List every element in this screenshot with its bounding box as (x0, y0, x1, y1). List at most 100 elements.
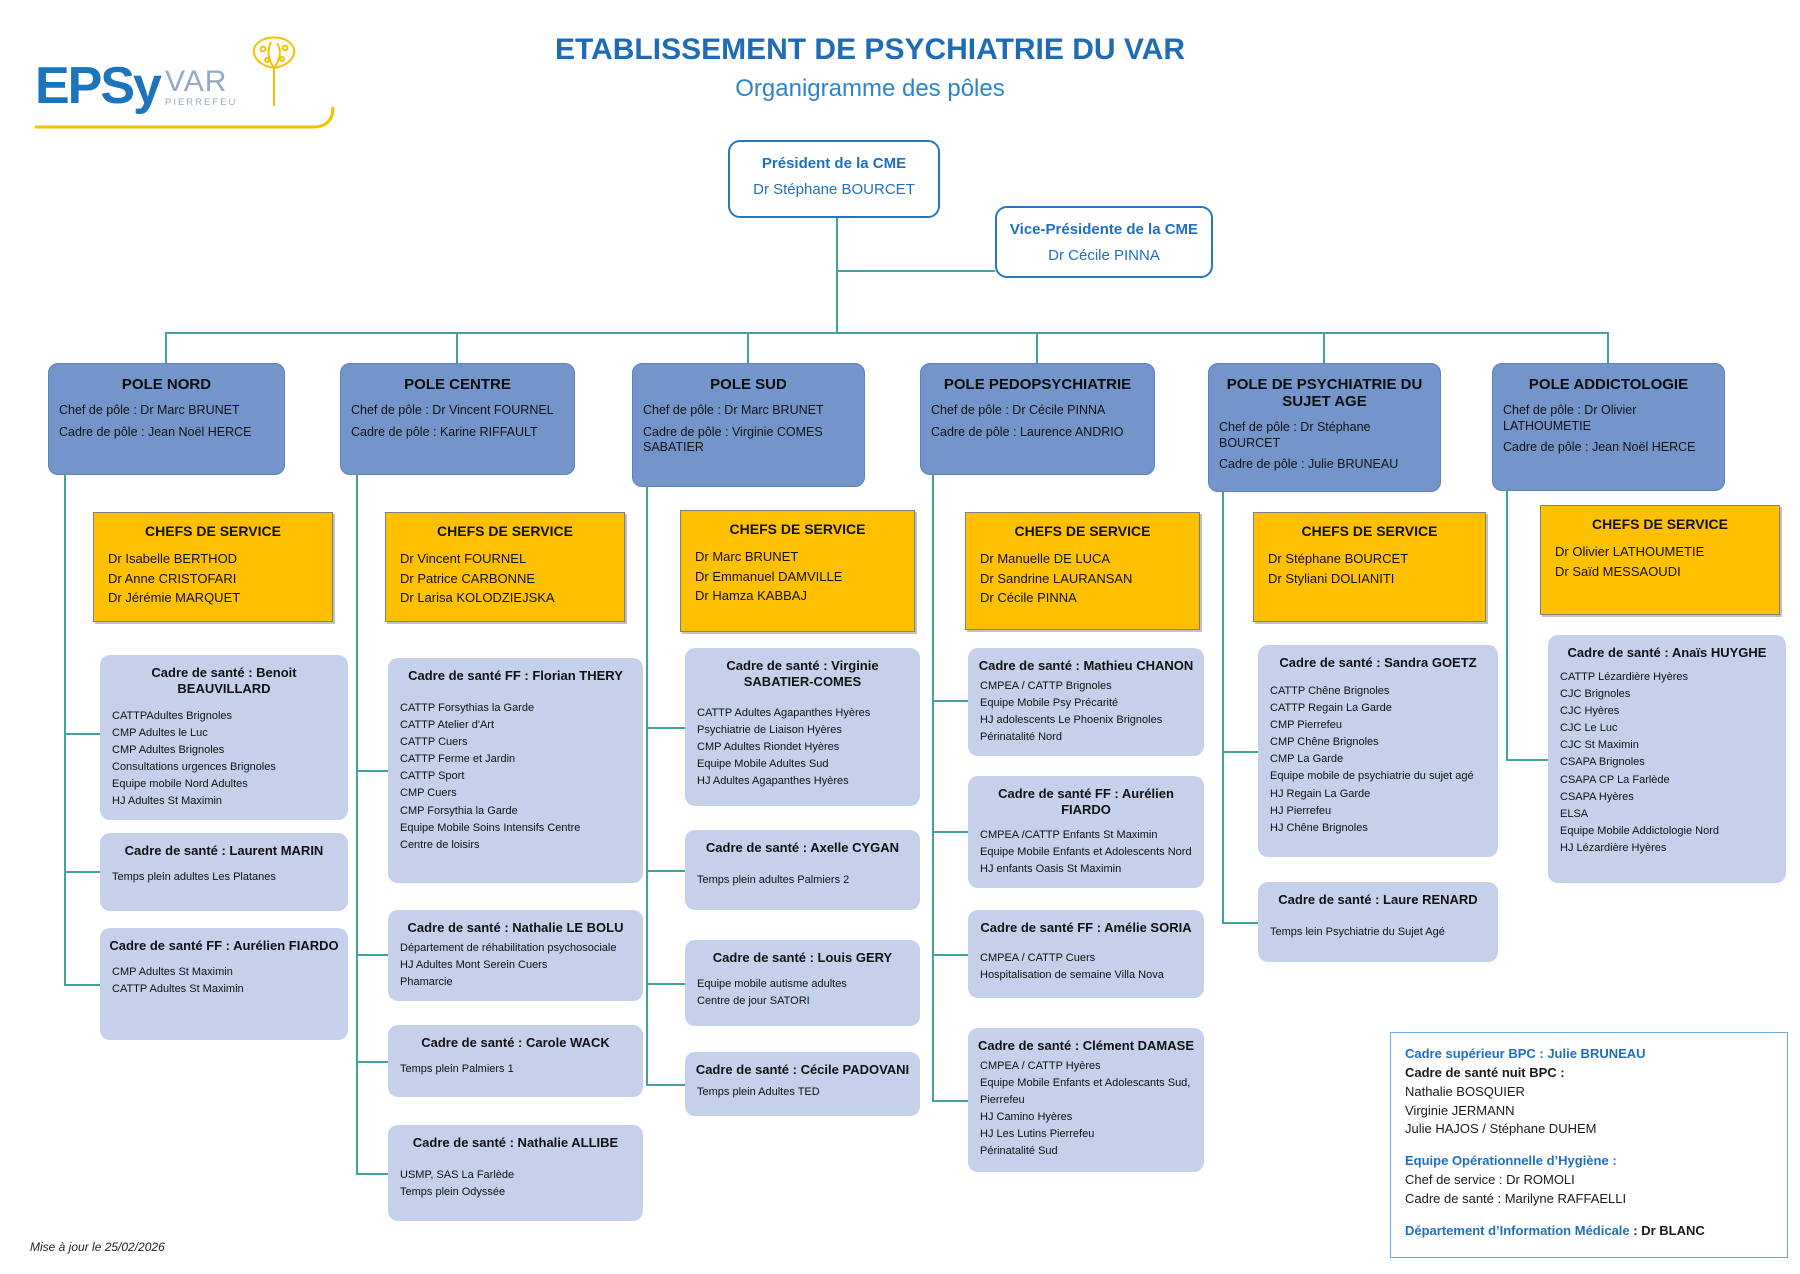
list-item: CMP Cuers (400, 787, 457, 800)
list-item: Département d’Information Médicale : Dr … (1405, 1222, 1705, 1238)
logo-text: EPSy VAR PIERREFEU (35, 34, 335, 115)
list-item: CJC Le Luc (1560, 722, 1618, 735)
tree-icon (253, 36, 296, 106)
list-item: USMP, SAS La Farlède (400, 1169, 515, 1182)
list-item: CMP Adultes Brignoles (112, 743, 225, 756)
logo-region: VAR (164, 65, 228, 98)
list-item: Dr Sandrine LAURANSAN (980, 570, 1133, 586)
cadre-title: Cadre de santé : Anaïs HUYGHE (1567, 645, 1767, 660)
list-item: HJ adolescents Le Phoenix Brignoles (980, 714, 1163, 727)
list-item: HJ Camino Hyères (980, 1111, 1073, 1124)
list-item: Equipe Mobile Enfants et Adolescants Sud… (980, 1077, 1191, 1107)
chefs-title: CHEFS DE SERVICE (145, 523, 281, 539)
cadre-box-nord-2: Cadre de santé : Laurent MARIN Temps ple… (100, 833, 348, 911)
cadre-title: Cadre de santé : Axelle CYGAN (705, 840, 900, 855)
list-item: CMP Chêne Brignoles (1270, 736, 1379, 749)
connector-line (932, 1100, 968, 1102)
cadre-items: Temps plein Palmiers 1 (396, 1061, 635, 1078)
list-item: CATTP Lézardière Hyères (1560, 671, 1688, 684)
connector-line (356, 954, 388, 956)
connector-line (64, 871, 100, 873)
list-item: Dr Cécile PINNA (980, 590, 1077, 605)
list-item: CMP Adultes le Luc (112, 726, 208, 739)
cadre-box-sud-3: Cadre de santé : Louis GERY Equipe mobil… (685, 940, 920, 1026)
cadre-title: Cadre de santé : Louis GERY (712, 950, 893, 965)
list-item: Equipe Mobile Enfants et Adolescents Nor… (980, 845, 1192, 858)
cadre-box-pedopsychiatrie-1: Cadre de santé : Mathieu CHANON CMPEA / … (968, 648, 1204, 757)
list-item: CATTP Atelier d'Art (400, 719, 494, 732)
list-item: Dr Emmanuel DAMVILLE (695, 568, 843, 584)
connector-line (356, 475, 358, 1175)
list-item: Dr Vincent FOURNEL (400, 551, 527, 566)
list-item: Chef de service : Dr ROMOLI (1405, 1172, 1575, 1188)
cadre-box-sujet-age-1: Cadre de santé : Sandra GOETZ CATTP Chên… (1258, 645, 1498, 857)
connector-line (646, 1084, 685, 1086)
connector-line (1323, 332, 1325, 363)
logo-underline (35, 106, 335, 129)
connector-line (932, 700, 968, 702)
list-item: CATTP Cuers (400, 736, 468, 749)
cadre-items: Temps lein Psychiatrie du Sujet Agé (1266, 924, 1490, 941)
cadre-title: Cadre de santé : Mathieu CHANON (978, 658, 1194, 673)
pole-name: POLE ADDICTOLOGIE (1528, 376, 1689, 393)
pole-info: Chef de pôle : Dr Cécile PINNA Cadre de p… (931, 403, 1144, 440)
list-item: Cadre de pôle : Jean Noël HERCE (59, 424, 252, 439)
cadre-title: Cadre de santé : Laurent MARIN (124, 843, 324, 858)
page-subtitle: Organigramme des pôles (735, 75, 1005, 102)
list-item: Equipe Mobile Psy Précarité (980, 697, 1119, 710)
list-item: Equipe mobile de psychiatrie du sujet ag… (1270, 770, 1474, 783)
connector-line (1607, 332, 1609, 363)
list-item: Chef de pôle : Dr Olivier LATHOUMETIE (1503, 403, 1637, 433)
list-item: Temps plein adultes Les Platanes (112, 871, 276, 884)
list-item: Dr Stéphane BOURCET (1268, 551, 1409, 566)
list-item: Cadre de pôle : Karine RIFFAULT (351, 424, 538, 439)
cadre-items: Département de réhabilitation psychosoci… (396, 940, 635, 991)
list-item: Cadre de pôle : Laurence ANDRIO (931, 424, 1124, 439)
list-item: HJ Adultes St Maximin (112, 794, 223, 807)
list-item: HJ Pierrefeu (1270, 804, 1332, 817)
list-item: Centre de jour SATORI (697, 995, 810, 1008)
list-item: Chef de pôle : Dr Cécile PINNA (931, 403, 1106, 417)
update-note: Mise à jour le 25/02/2026 (30, 1240, 165, 1254)
list-item: Cadre de santé : Marilyne RAFFAELLI (1405, 1190, 1627, 1206)
cadre-box-centre-3: Cadre de santé : Carole WACK Temps plein… (388, 1025, 643, 1097)
cadre-title: Cadre de santé FF : Aurélien FIARDO (109, 938, 339, 953)
connector-line (1036, 332, 1038, 363)
list-item: CJC Hyères (1560, 705, 1620, 718)
epsy-logo: EPSy VAR PIERREFEU (35, 34, 335, 130)
list-item: Temps plein Palmiers 1 (400, 1063, 514, 1076)
list-item: Dr Manuelle DE LUCA (980, 551, 1111, 566)
list-item: CSAPA CP La Farlède (1560, 773, 1670, 786)
list-item: Consultations urgences Brignoles (112, 760, 276, 773)
list-item: Département de réhabilitation psychosoci… (400, 942, 617, 955)
list-item: Cadre de pôle : Jean Noël HERCE (1503, 440, 1696, 455)
logo-brand: EPSy (35, 56, 162, 115)
pole-name: POLE PEDOPSYCHIATRIE (943, 376, 1132, 393)
cadre-box-pedopsychiatrie-3: Cadre de santé FF : Amélie SORIA CMPEA /… (968, 910, 1204, 998)
list-item: CJC Brignoles (1560, 688, 1631, 701)
list-item: Equipe mobile Nord Adultes (112, 777, 248, 790)
connector-line (64, 475, 66, 986)
connector-line (932, 831, 968, 833)
list-item: Dr Jérémie MARQUET (108, 590, 241, 605)
cadre-box-addictologie-1: Cadre de santé : Anaïs HUYGHE CATTP Léza… (1548, 635, 1786, 883)
list-item: CATTPAdultes Brignoles (112, 709, 233, 722)
list-item: CMP Forsythia la Garde (400, 804, 518, 817)
list-item (1405, 1139, 1773, 1152)
connector-line (836, 218, 838, 332)
list-item: CATTP Regain La Garde (1270, 702, 1392, 715)
list-item: CMP Adultes Riondet Hyères (697, 740, 840, 753)
list-item: Chef de pôle : Dr Stéphane BOURCET (1219, 420, 1371, 450)
list-item: Phamarcie (400, 976, 453, 989)
list-item: HJ Les Lutins Pierrefeu (980, 1128, 1095, 1141)
list-item: Périnatalité Nord (980, 731, 1062, 744)
